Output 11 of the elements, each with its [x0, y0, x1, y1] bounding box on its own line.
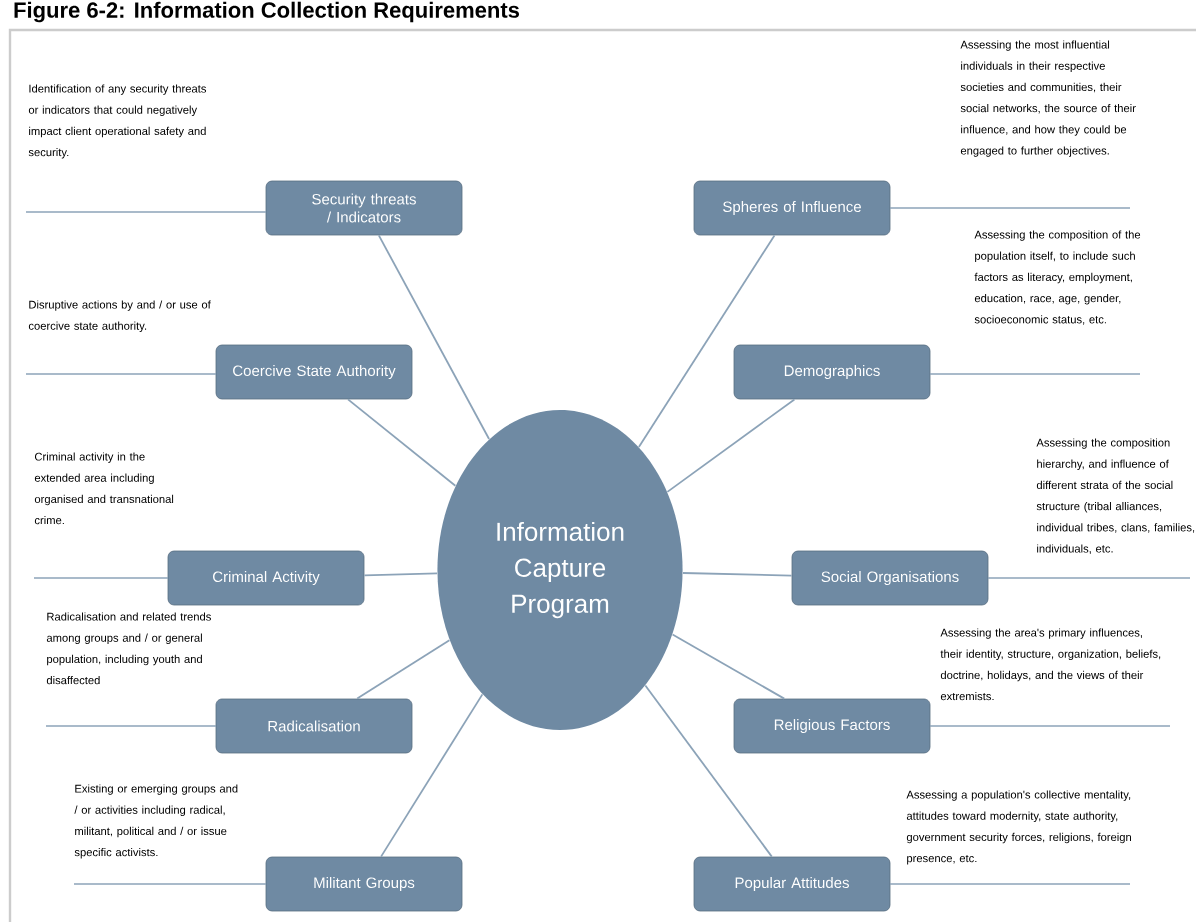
title: Figure 6-2: Information Collection Requirements: [14, 1, 519, 23]
connector-line: [671, 633, 786, 700]
connector-line: [347, 398, 457, 487]
connector-line: [377, 234, 490, 440]
connector-line: [637, 234, 776, 448]
connector-line: [356, 639, 451, 700]
connector-line: [682, 572, 793, 577]
connector-line: [666, 398, 796, 493]
connector-line: [363, 572, 438, 577]
connector-line: [644, 684, 773, 858]
connector-line: [380, 693, 484, 858]
